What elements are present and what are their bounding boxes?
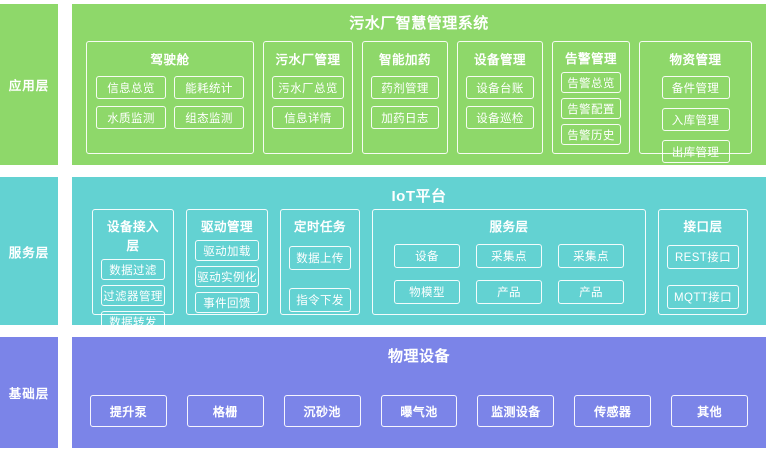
- chip-mqtt-interface[interactable]: MQTT接口: [667, 285, 739, 309]
- module-smart-dosing-items: 药剂管理 加药日志: [371, 76, 439, 129]
- iot-modules: 设备接入层 数据过滤 过滤器管理 数据转发 驱动管理 驱动加载 驱动实例化 事件…: [92, 209, 748, 332]
- module-interface-layer-items: REST接口 MQTT接口: [667, 245, 739, 309]
- chip-energy-statistics[interactable]: 能耗统计: [174, 76, 244, 99]
- application-modules: 驾驶舱 信息总览 能耗统计 水质监测 组态监测 污水厂管理 污水厂总览 信息详情: [86, 41, 752, 195]
- module-device-access-layer[interactable]: 设备接入层 数据过滤 过滤器管理 数据转发: [92, 209, 174, 332]
- application-layer: 应用层 污水厂智慧管理系统 驾驶舱 信息总览 能耗统计 水质监测 组态监测 污水…: [0, 4, 766, 195]
- module-cockpit[interactable]: 驾驶舱 信息总览 能耗统计 水质监测 组态监测: [86, 41, 254, 154]
- chip-grit-chamber[interactable]: 沉砂池: [283, 395, 361, 427]
- foundation-layer-panel: 物理设备 提升泵 格栅 沉砂池 曝气池 监测设备 传感器 其他: [72, 337, 766, 448]
- chip-equipment-ledger[interactable]: 设备台账: [466, 76, 534, 99]
- module-driver-management-items: 驱动加载 驱动实例化 事件回馈: [195, 240, 259, 313]
- chip-grille[interactable]: 格栅: [186, 395, 264, 427]
- chip-data-forwarding[interactable]: 数据转发: [101, 311, 165, 332]
- application-layer-panel: 污水厂智慧管理系统 驾驶舱 信息总览 能耗统计 水质监测 组态监测 污水厂管理 …: [72, 4, 766, 195]
- chip-rest-interface[interactable]: REST接口: [667, 245, 739, 269]
- module-smart-dosing[interactable]: 智能加药 药剂管理 加药日志: [362, 41, 448, 154]
- chip-water-quality-monitoring[interactable]: 水质监测: [96, 106, 166, 129]
- module-scheduled-task[interactable]: 定时任务 数据上传 指令下发: [280, 209, 360, 315]
- chip-collection-point-1[interactable]: 采集点: [476, 244, 542, 268]
- module-plant-management-items: 污水厂总览 信息详情: [272, 76, 344, 129]
- chip-other[interactable]: 其他: [671, 395, 749, 427]
- physical-device-items: 提升泵 格栅 沉砂池 曝气池 监测设备 传感器 其他: [90, 395, 749, 427]
- chip-monitoring-equipment[interactable]: 监测设备: [477, 395, 555, 427]
- foundation-layer: 基础层 物理设备 提升泵 格栅 沉砂池 曝气池 监测设备 传感器 其他: [0, 337, 766, 448]
- module-driver-management-title: 驱动管理: [200, 220, 253, 234]
- module-interface-layer[interactable]: 接口层 REST接口 MQTT接口: [658, 209, 748, 315]
- chip-data-upload[interactable]: 数据上传: [289, 246, 351, 270]
- module-interface-layer-title: 接口层: [683, 220, 723, 234]
- module-driver-management[interactable]: 驱动管理 驱动加载 驱动实例化 事件回馈: [186, 209, 268, 315]
- module-smart-dosing-title: 智能加药: [378, 53, 431, 67]
- chip-sensor[interactable]: 传感器: [574, 395, 652, 427]
- module-alarm-management-items: 告警总览 告警配置 告警历史: [561, 72, 621, 145]
- module-service-layer-title: 服务层: [489, 220, 529, 234]
- chip-inbound-management[interactable]: 入库管理: [661, 108, 730, 131]
- module-equipment-management-items: 设备台账 设备巡检: [466, 76, 534, 129]
- chip-event-feedback[interactable]: 事件回馈: [195, 292, 259, 313]
- module-device-access-layer-items: 数据过滤 过滤器管理 数据转发: [101, 259, 165, 332]
- chip-plant-overview[interactable]: 污水厂总览: [272, 76, 344, 99]
- layer-tag-foundation: 基础层: [0, 337, 58, 448]
- chip-spare-parts-management[interactable]: 备件管理: [661, 76, 730, 99]
- module-scheduled-task-items: 数据上传 指令下发: [289, 246, 351, 312]
- module-cockpit-items: 信息总览 能耗统计 水质监测 组态监测: [95, 76, 245, 129]
- chip-thing-model[interactable]: 物模型: [394, 280, 460, 304]
- module-equipment-management[interactable]: 设备管理 设备台账 设备巡检: [457, 41, 543, 154]
- chip-product-1[interactable]: 产品: [476, 280, 542, 304]
- chip-device[interactable]: 设备: [394, 244, 460, 268]
- chip-equipment-inspection[interactable]: 设备巡检: [466, 106, 534, 129]
- module-plant-management-title: 污水厂管理: [275, 53, 341, 67]
- module-scheduled-task-title: 定时任务: [293, 220, 346, 234]
- layer-tag-service: 服务层: [0, 177, 58, 325]
- module-material-management-title: 物资管理: [669, 53, 722, 67]
- chip-filter-management[interactable]: 过滤器管理: [101, 285, 165, 306]
- chip-outbound-management[interactable]: 出库管理: [661, 140, 730, 163]
- chip-command-dispatch[interactable]: 指令下发: [289, 288, 351, 312]
- chip-aeration-tank[interactable]: 曝气池: [380, 395, 458, 427]
- chip-driver-loading[interactable]: 驱动加载: [195, 240, 259, 261]
- chip-reagent-management[interactable]: 药剂管理: [371, 76, 439, 99]
- chip-configuration-monitoring[interactable]: 组态监测: [174, 106, 244, 129]
- chip-alarm-configuration[interactable]: 告警配置: [561, 98, 621, 119]
- foundation-layer-title: 物理设备: [387, 348, 450, 365]
- chip-alarm-history[interactable]: 告警历史: [561, 124, 621, 145]
- service-layer-panel: IoT平台 设备接入层 数据过滤 过滤器管理 数据转发 驱动管理 驱动加载 驱动…: [72, 177, 766, 332]
- chip-dosing-log[interactable]: 加药日志: [371, 106, 439, 129]
- chip-alarm-overview[interactable]: 告警总览: [561, 72, 621, 93]
- module-alarm-management[interactable]: 告警管理 告警总览 告警配置 告警历史: [552, 41, 630, 154]
- module-cockpit-title: 驾驶舱: [150, 53, 190, 67]
- module-plant-management[interactable]: 污水厂管理 污水厂总览 信息详情: [263, 41, 353, 154]
- module-service-layer[interactable]: 服务层 设备 采集点 采集点 物模型 产品 产品: [372, 209, 646, 315]
- module-material-management[interactable]: 物资管理 备件管理 入库管理 出库管理 库存管理: [639, 41, 752, 195]
- chip-product-2[interactable]: 产品: [558, 280, 624, 304]
- module-service-layer-items: 设备 采集点 采集点 物模型 产品 产品: [381, 244, 637, 304]
- chip-collection-point-2[interactable]: 采集点: [558, 244, 624, 268]
- layer-tag-application: 应用层: [0, 4, 58, 165]
- module-device-access-layer-title: 设备接入层: [106, 220, 159, 253]
- service-layer-title: IoT平台: [391, 188, 447, 205]
- service-layer: 服务层 IoT平台 设备接入层 数据过滤 过滤器管理 数据转发 驱动管理 驱动加…: [0, 177, 766, 332]
- module-alarm-management-title: 告警管理: [564, 52, 617, 66]
- module-equipment-management-title: 设备管理: [473, 53, 526, 67]
- application-layer-title: 污水厂智慧管理系统: [349, 15, 489, 32]
- chip-lift-pump[interactable]: 提升泵: [90, 395, 167, 427]
- chip-data-filtering[interactable]: 数据过滤: [101, 259, 165, 280]
- chip-info-overview[interactable]: 信息总览: [96, 76, 166, 99]
- chip-info-detail[interactable]: 信息详情: [272, 106, 344, 129]
- chip-driver-instantiation[interactable]: 驱动实例化: [195, 266, 259, 287]
